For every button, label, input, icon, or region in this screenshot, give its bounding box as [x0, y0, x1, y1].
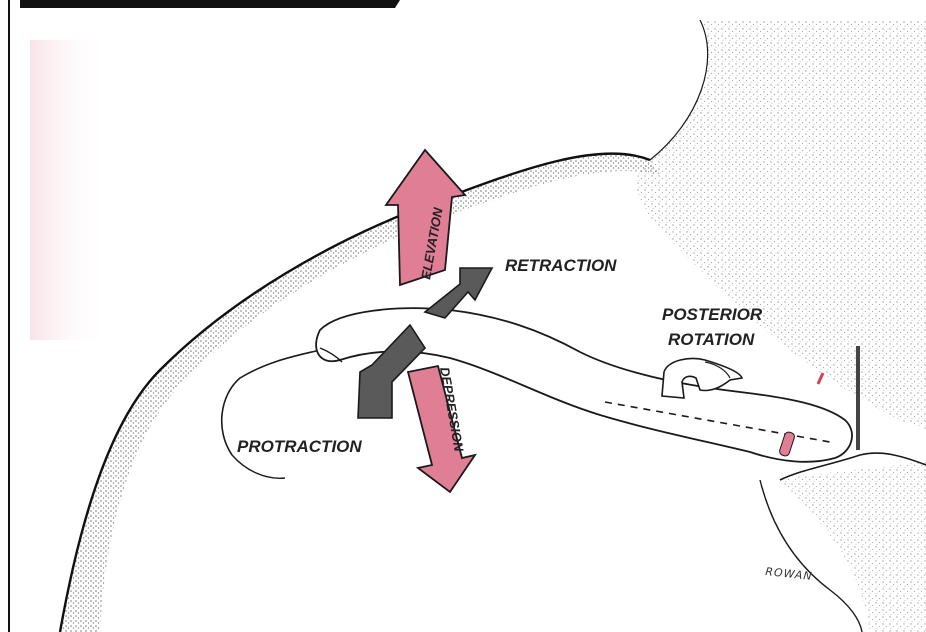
cropped-header-strip — [20, 0, 400, 8]
background-tint — [30, 40, 110, 340]
axis-marker-top — [818, 373, 823, 384]
posterior-rotation-label-line1: POSTERIOR — [662, 305, 763, 324]
axis-pin — [856, 346, 860, 450]
chest-shading — [780, 460, 926, 632]
posterior-rotation-label-line2: ROTATION — [668, 330, 755, 349]
retraction-label: RETRACTION — [505, 256, 617, 275]
elevation-arrow: ELEVATION — [386, 150, 465, 285]
depression-arrow: DEPRESSION — [408, 366, 475, 492]
scapula-edge — [232, 455, 285, 478]
protraction-label: PROTRACTION — [237, 437, 362, 456]
